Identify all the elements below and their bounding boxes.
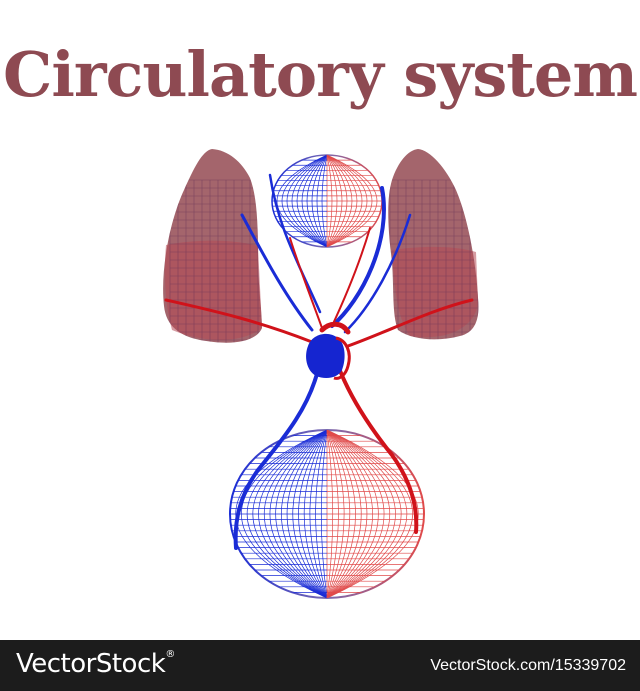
arteries (164, 227, 474, 534)
heart-icon (306, 333, 351, 380)
head-capillary-mesh (271, 154, 383, 248)
body-capillary-mesh (229, 429, 425, 599)
brand-logo: VectorStock® (16, 649, 175, 679)
lung-right (388, 149, 479, 340)
circulatory-diagram (163, 149, 479, 599)
page-title: Circulatory system (3, 38, 638, 111)
veins (233, 173, 412, 550)
lung-left (163, 149, 262, 343)
image-url: VectorStock.com/15339702 (430, 657, 626, 674)
footer-bar: VectorStock® VectorStock.com/15339702 (0, 640, 640, 691)
